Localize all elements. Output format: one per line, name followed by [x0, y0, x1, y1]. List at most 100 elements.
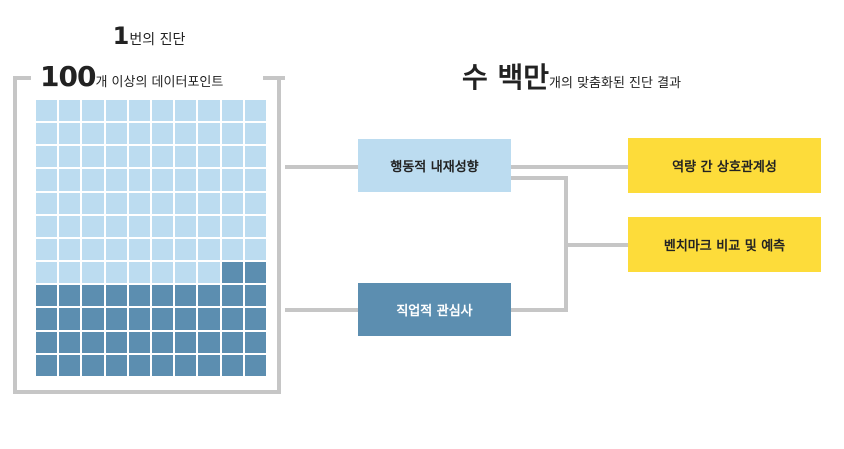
datapoint-cell-dark [59, 331, 81, 353]
datapoint-cell-light [82, 100, 104, 122]
datapoint-cell-light [244, 123, 266, 145]
datapoint-cell-light [198, 123, 220, 145]
datapoint-cell-light [105, 100, 127, 122]
datapoint-cell-dark [198, 285, 220, 307]
datapoint-cell-light [128, 146, 150, 168]
datapoint-cell-dark [152, 331, 174, 353]
datapoint-cell-dark [244, 308, 266, 330]
single-diagnosis-heading: 1번의 진단 [0, 22, 298, 50]
datapoint-cell-light [128, 169, 150, 191]
datapoint-cell-light [198, 192, 220, 214]
datapoint-cell-light [152, 169, 174, 191]
datapoint-cell-light [175, 192, 197, 214]
datapoint-cell-dark [105, 354, 127, 376]
datapoint-cell-light [175, 169, 197, 191]
datapoint-cell-dark [36, 308, 58, 330]
single-diagnosis-count: 1 [112, 22, 130, 50]
datapoint-cell-light [128, 262, 150, 284]
datapoint-cell-light [36, 123, 58, 145]
datapoint-cell-light [105, 146, 127, 168]
datapoints-text: 개 이상의 데이터포인트 [95, 75, 224, 90]
datapoint-cell-light [221, 146, 243, 168]
frame-corner-right [263, 76, 285, 80]
datapoint-cell-light [128, 192, 150, 214]
datapoint-cell-dark [175, 285, 197, 307]
datapoint-cell-light [198, 238, 220, 261]
datapoint-cell-dark [82, 331, 104, 353]
datapoint-cell-light [198, 146, 220, 168]
datapoint-cell-dark [105, 331, 127, 353]
datapoint-cell-dark [36, 331, 58, 353]
datapoint-cell-light [152, 215, 174, 237]
datapoint-cell-light [128, 238, 150, 261]
datapoint-cell-dark [82, 354, 104, 376]
competency-result-node: 역량 간 상호관계성 [628, 138, 821, 193]
datapoint-cell-light [36, 100, 58, 122]
datapoint-cell-dark [221, 331, 243, 353]
datapoint-cell-light [152, 262, 174, 284]
datapoint-cell-dark [105, 308, 127, 330]
datapoint-cell-dark [221, 308, 243, 330]
datapoint-cell-light [175, 100, 197, 122]
datapoint-cell-light [105, 238, 127, 261]
datapoint-cell-light [36, 169, 58, 191]
datapoint-cell-light [175, 123, 197, 145]
datapoint-cell-light [175, 215, 197, 237]
datapoint-cell-dark [221, 262, 243, 284]
datapoint-cell-dark [244, 262, 266, 284]
single-diagnosis-text: 번의 진단 [129, 32, 186, 48]
connector-frame-to-vocational [285, 308, 358, 312]
datapoint-cell-light [36, 215, 58, 237]
datapoint-cell-dark [198, 331, 220, 353]
datapoint-cell-dark [152, 285, 174, 307]
datapoint-cell-light [198, 100, 220, 122]
datapoint-cell-light [59, 238, 81, 261]
results-text: 개의 맞춤화된 진단 결과 [549, 76, 682, 91]
datapoint-cell-light [198, 169, 220, 191]
datapoint-cell-light [221, 123, 243, 145]
datapoint-cell-light [221, 238, 243, 261]
behavioral-node: 행동적 내재성향 [358, 139, 511, 192]
datapoint-cell-dark [105, 285, 127, 307]
datapoint-cell-light [128, 123, 150, 145]
datapoint-cell-dark [82, 285, 104, 307]
datapoint-cell-light [36, 262, 58, 284]
datapoint-cell-dark [59, 308, 81, 330]
datapoint-cell-light [59, 123, 81, 145]
datapoint-cell-light [105, 262, 127, 284]
datapoint-cell-light [105, 192, 127, 214]
datapoints-heading: 100개 이상의 데이터포인트 [40, 60, 223, 93]
connector-vocational-to-junction [511, 308, 568, 312]
datapoint-cell-light [244, 100, 266, 122]
datapoint-cell-light [198, 215, 220, 237]
datapoint-cell-dark [128, 331, 150, 353]
connector-frame-to-behavioral [285, 165, 358, 169]
datapoint-cell-light [244, 169, 266, 191]
frame-corner-left [13, 76, 31, 80]
datapoint-cell-light [59, 100, 81, 122]
datapoint-cell-dark [128, 308, 150, 330]
datapoint-cell-dark [59, 285, 81, 307]
datapoint-cell-light [59, 146, 81, 168]
datapoint-cell-dark [36, 285, 58, 307]
datapoint-cell-light [152, 192, 174, 214]
datapoint-cell-dark [244, 331, 266, 353]
datapoints-count: 100 [40, 60, 96, 93]
vocational-node: 직업적 관심사 [358, 283, 511, 336]
results-count: 수 백만 [462, 61, 550, 94]
datapoint-cell-light [59, 262, 81, 284]
datapoint-cell-light [105, 169, 127, 191]
datapoint-cell-light [82, 146, 104, 168]
datapoint-cell-light [221, 169, 243, 191]
connector-junction-to-benchmark [564, 243, 628, 247]
connector-behavioral-to-junction [511, 176, 568, 180]
datapoint-cell-light [82, 215, 104, 237]
datapoint-cell-light [152, 123, 174, 145]
datapoint-cell-dark [198, 354, 220, 376]
datapoint-cell-light [82, 192, 104, 214]
datapoint-waffle-grid [36, 100, 266, 376]
datapoint-cell-light [105, 215, 127, 237]
datapoint-cell-light [175, 238, 197, 261]
datapoint-cell-light [175, 262, 197, 284]
datapoint-cell-light [36, 192, 58, 214]
